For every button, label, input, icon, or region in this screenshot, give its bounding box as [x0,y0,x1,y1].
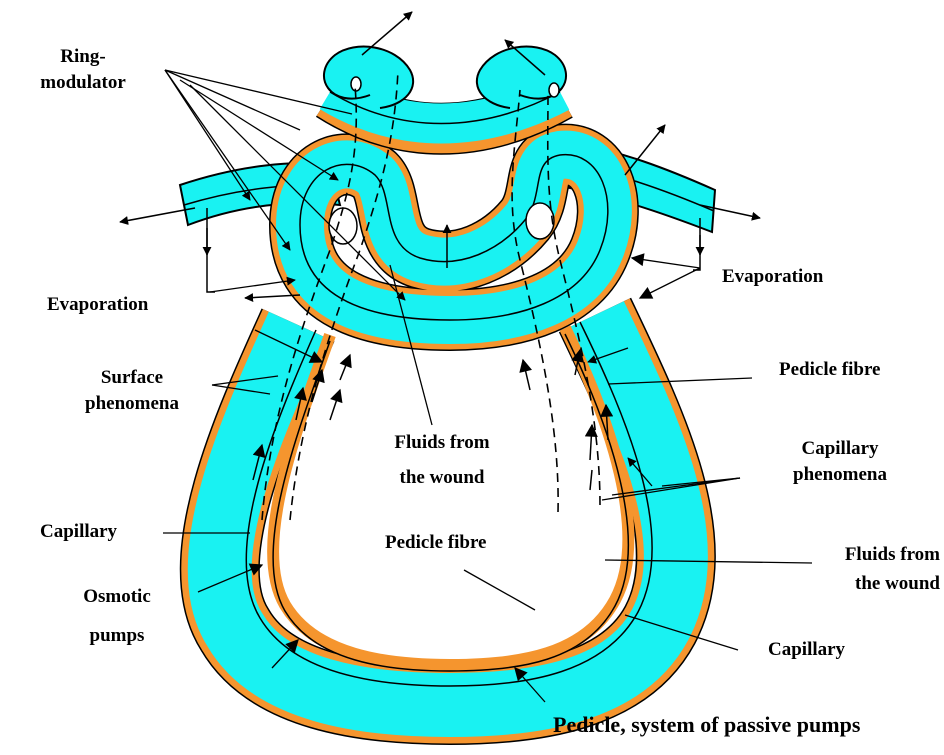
curl-hole-right [526,203,554,239]
label-ring-modulator: Ring- modulator [28,44,138,95]
ring-modulator-knot [300,47,608,320]
label-evaporation-right: Evaporation [722,264,823,290]
pedicle-inner-edge [273,328,628,665]
label-fluids-right: Fluids from the wound [790,540,940,599]
label-pedicle-fibre-center: Pedicle fibre [385,530,486,556]
label-osmotic-pumps: Osmotic pumps [52,578,182,656]
pedicle-capillary-band [220,315,676,705]
label-surface-phenomena: Surface phenomena [57,365,207,416]
label-capillary-right: Capillary [768,637,845,663]
label-evaporation-left: Evaporation [47,292,148,318]
label-capillary-phenomena: Capillary phenomena [755,436,925,487]
pedicle-loop [220,297,676,705]
label-pedicle-system: Pedicle, system of passive pumps [553,710,860,740]
label-fluids-center: Fluids from the wound [362,425,522,495]
label-pedicle-fibre-right: Pedicle fibre [779,357,880,383]
label-capillary-left: Capillary [40,519,117,545]
